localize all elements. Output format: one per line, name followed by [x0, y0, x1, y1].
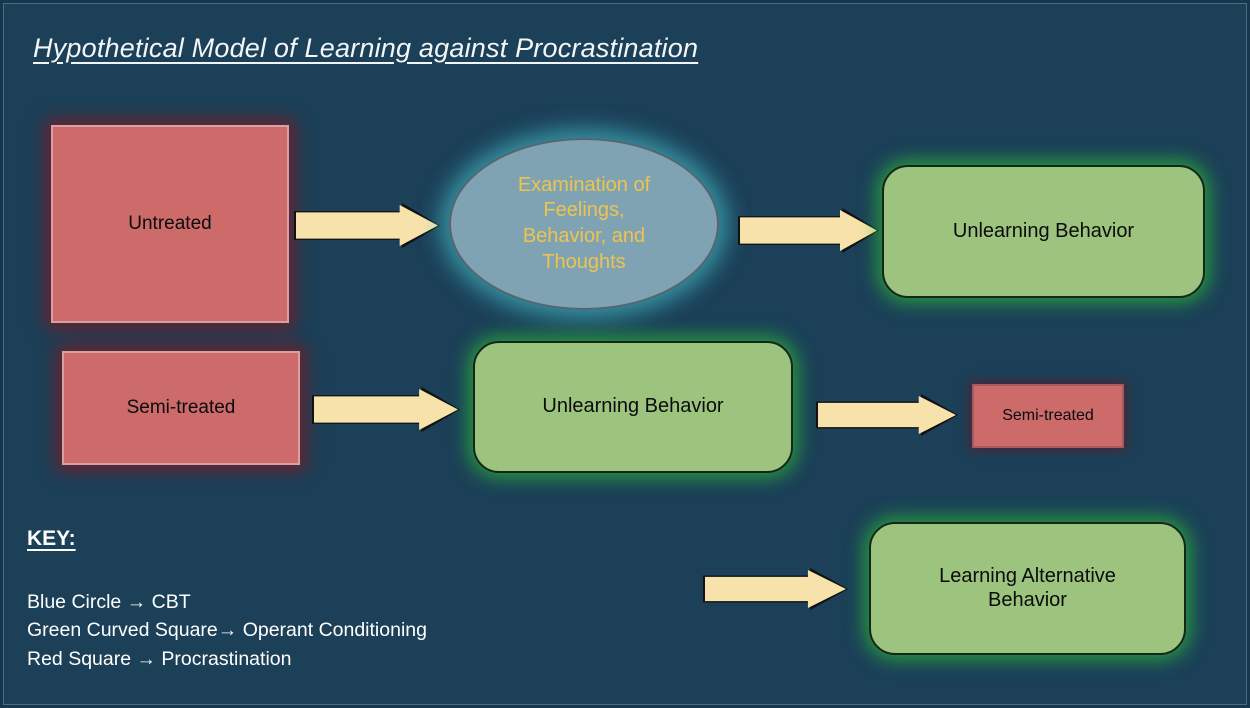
- key-entries: Blue Circle → CBT Green Curved Square→ O…: [27, 588, 427, 673]
- examination-line-2: Feelings,: [543, 199, 625, 222]
- node-learning-alternative-behavior[interactable]: Learning Alternative Behavior: [869, 522, 1186, 655]
- node-semi-treated-outcome[interactable]: Semi-treated: [972, 384, 1124, 448]
- node-examination-label: Examination of Feelings, Behavior, and T…: [484, 173, 684, 275]
- examination-line-3: Behavior, and: [522, 225, 646, 247]
- key-entry-red-square: Red Square → Procrastination: [27, 647, 292, 670]
- node-unlearning-middle-label: Unlearning Behavior: [542, 395, 724, 418]
- key-entry-blue-circle: Blue Circle → CBT: [27, 591, 191, 613]
- examination-line-4: Thoughts: [542, 250, 626, 273]
- node-examination-of-feelings[interactable]: Examination of Feelings, Behavior, and T…: [449, 138, 719, 310]
- examination-line-1: Examination of: [517, 173, 651, 196]
- learning-alt-line-1: Learning Alternative: [939, 565, 1116, 588]
- learning-alt-line-2: Behavior: [988, 588, 1067, 611]
- key-entry-green-square: Green Curved Square→ Operant Conditionin…: [27, 619, 427, 642]
- arrow-unlearning-to-semi-treated: [816, 394, 958, 436]
- node-semi-treated[interactable]: Semi-treated: [62, 351, 300, 465]
- node-learning-alternative-label: Learning Alternative Behavior: [939, 565, 1116, 611]
- page-title: Hypothetical Model of Learning against P…: [33, 33, 699, 63]
- node-unlearning-top-label: Unlearning Behavior: [952, 219, 1135, 242]
- node-semi-treated-outcome-label: Semi-treated: [1002, 406, 1094, 424]
- node-untreated[interactable]: Untreated: [51, 125, 289, 323]
- node-unlearning-behavior-middle[interactable]: Unlearning Behavior: [473, 341, 793, 473]
- arrow-untreated-to-examination: [294, 203, 440, 248]
- key-heading: KEY:: [27, 527, 76, 550]
- arrow-semi-treated-to-unlearning: [312, 387, 460, 432]
- node-semi-treated-label: Semi-treated: [126, 396, 236, 418]
- node-untreated-label: Untreated: [128, 212, 212, 234]
- node-unlearning-behavior-top[interactable]: Unlearning Behavior: [882, 165, 1205, 298]
- arrow-examination-to-unlearning: [738, 208, 879, 253]
- arrow-to-learning-alternative: [703, 568, 848, 610]
